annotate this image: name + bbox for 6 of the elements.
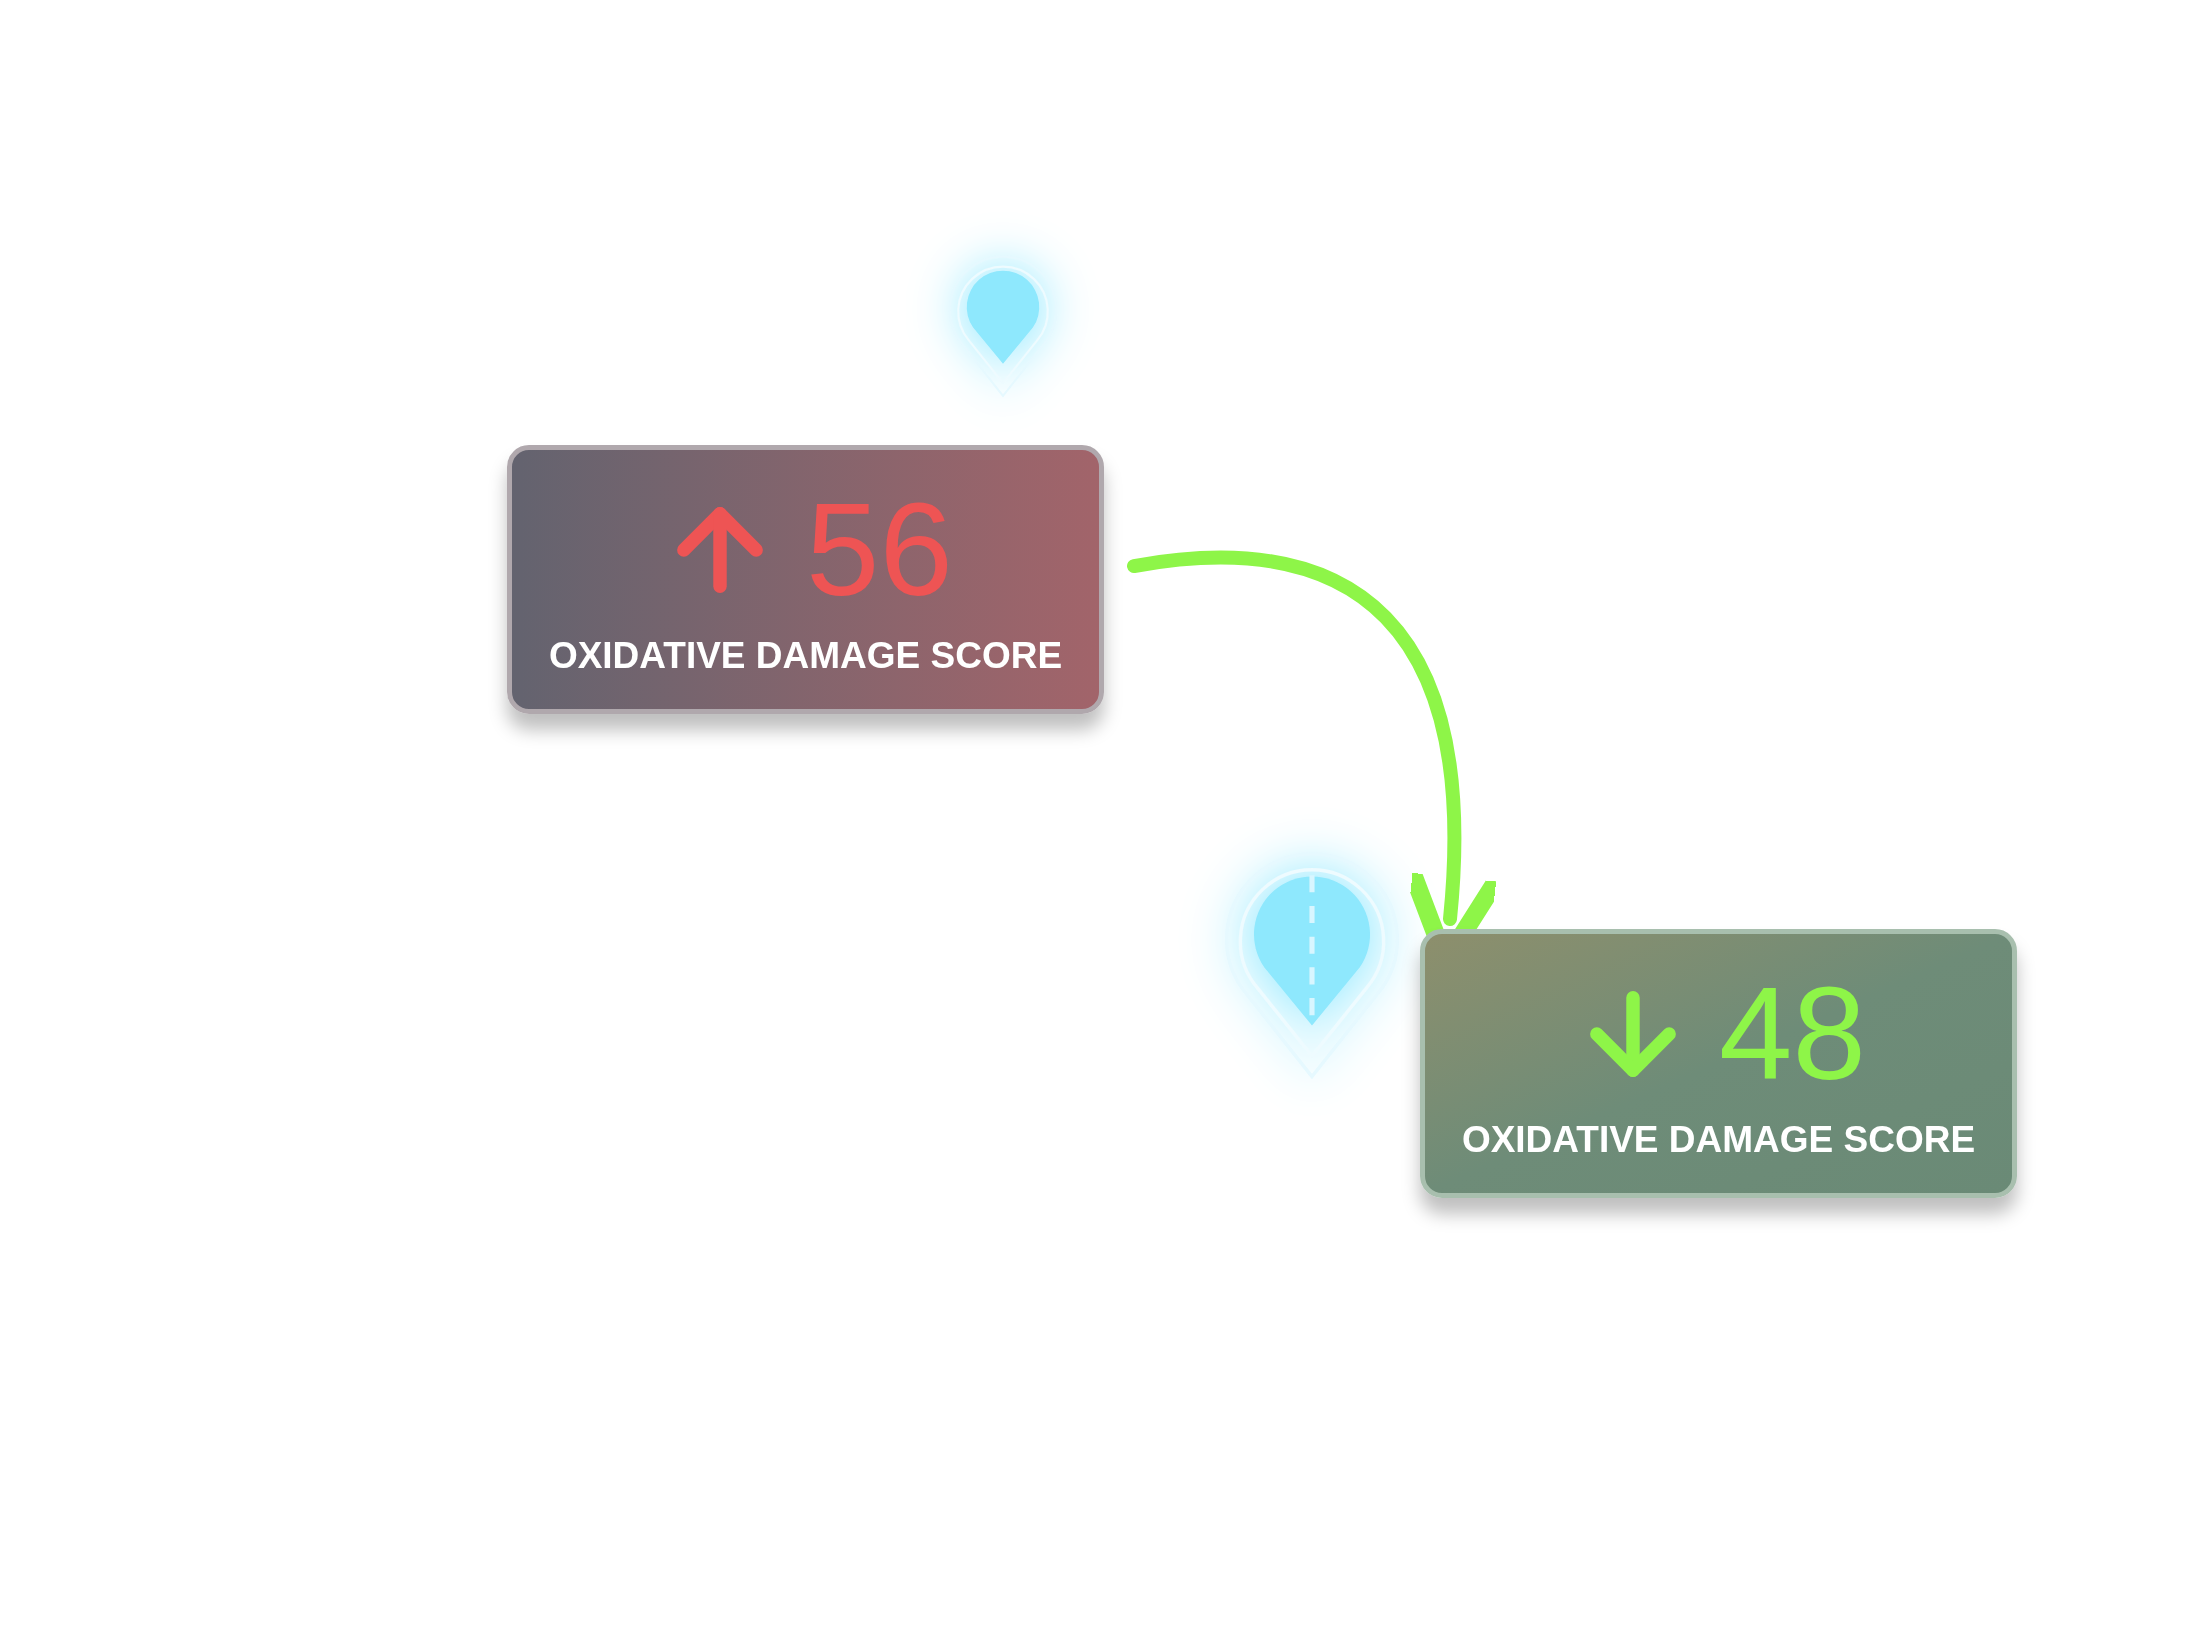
score-label: OXIDATIVE DAMAGE SCORE xyxy=(1461,1117,1976,1162)
score-value: 48 xyxy=(1719,967,1866,1100)
score-label: OXIDATIVE DAMAGE SCORE xyxy=(548,633,1063,678)
score-value: 56 xyxy=(806,483,953,616)
score-card xyxy=(1420,929,2017,1198)
score-card xyxy=(507,445,1104,714)
